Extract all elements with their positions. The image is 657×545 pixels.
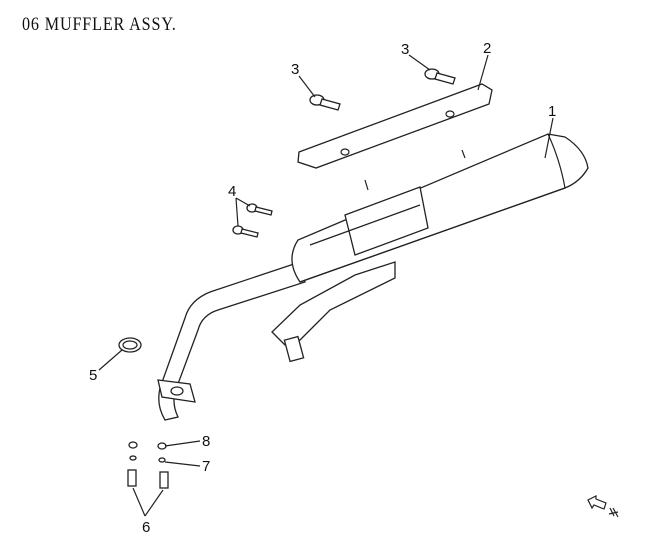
callout-5: 5 xyxy=(89,367,97,384)
callout-8: 8 xyxy=(202,433,210,450)
exhaust-pipe xyxy=(158,261,306,421)
gasket-ring xyxy=(118,337,142,353)
heat-shield xyxy=(297,83,493,169)
callout-7: 7 xyxy=(202,458,210,475)
callout-2: 2 xyxy=(483,40,491,57)
bolt-3b xyxy=(424,68,456,85)
leader-lines xyxy=(98,54,554,517)
callout-1: 1 xyxy=(548,103,556,120)
callout-3a: 3 xyxy=(291,61,299,78)
bolt-3a xyxy=(309,94,341,111)
mounting-bracket xyxy=(271,261,396,363)
bolts-4 xyxy=(232,203,273,238)
muffler-body xyxy=(291,133,589,283)
flange xyxy=(157,379,196,403)
callout-4: 4 xyxy=(228,183,236,200)
callout-6: 6 xyxy=(142,519,150,536)
studs-nuts-6-7-8 xyxy=(127,441,169,489)
callout-3b: 3 xyxy=(401,41,409,58)
diagram-title: 06 MUFFLER ASSY. xyxy=(22,14,177,35)
front-arrow-icon xyxy=(587,495,619,518)
